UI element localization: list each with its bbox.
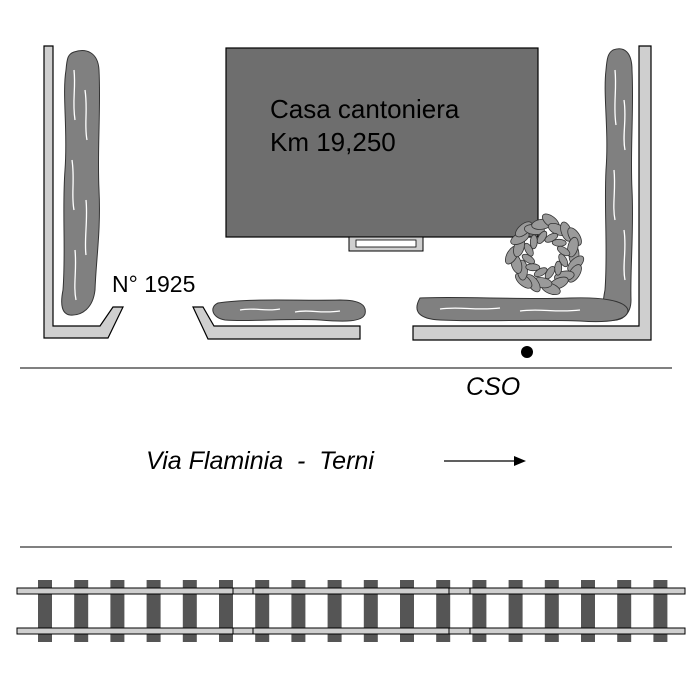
- direction-arrow-icon: [444, 456, 526, 466]
- railway-sleeper: [436, 580, 451, 642]
- tree-icon: [504, 213, 585, 296]
- railway-sleeper: [110, 580, 125, 642]
- railway-sleeper: [255, 580, 270, 642]
- railway-sleepers: [38, 580, 668, 642]
- house-title-line1: Casa cantoniera: [270, 94, 460, 124]
- house-step-inner: [355, 239, 417, 248]
- railway-sleeper: [291, 580, 306, 642]
- house-title-line2: Km 19,250: [270, 127, 396, 157]
- tree-leaf: [556, 245, 571, 257]
- tree-leaf: [554, 260, 563, 276]
- middle-hedge-texture: [239, 308, 341, 313]
- railway-sleeper: [327, 580, 342, 642]
- marker-label: CSO: [466, 373, 520, 401]
- middle-wall: [192, 306, 361, 340]
- plot-number-label: N° 1925: [112, 271, 195, 297]
- railway-sleeper: [38, 580, 52, 642]
- railway-sleeper: [400, 580, 414, 642]
- railway-sleeper: [617, 580, 632, 642]
- tree-leaf: [567, 236, 579, 258]
- right-hedge-texture: [613, 69, 626, 281]
- railway-sleeper: [182, 580, 197, 642]
- right-hedge-horizontal: [416, 296, 629, 323]
- rail-bottom: [16, 627, 686, 635]
- tree-leaf: [525, 263, 541, 272]
- right-wall: [412, 45, 652, 341]
- railway-sleeper: [363, 580, 378, 642]
- marker-point: [521, 346, 533, 358]
- railway-sleeper: [653, 580, 668, 642]
- railway-sleeper: [508, 580, 523, 642]
- left-hedge: [61, 50, 101, 316]
- railway-sleeper: [219, 580, 233, 642]
- tree-leaf: [551, 238, 567, 247]
- left-hedge-texture: [71, 69, 88, 301]
- tree-leaf: [529, 234, 538, 250]
- road-label: Via Flaminia - Terni: [146, 447, 375, 475]
- railway-sleeper: [472, 580, 487, 642]
- railway-sleeper: [74, 580, 89, 642]
- railway-sleeper: [146, 580, 161, 642]
- middle-hedge: [212, 299, 366, 322]
- rail-joints: [232, 588, 471, 634]
- railway-sleeper: [544, 580, 559, 642]
- right-hedge-vertical: [602, 48, 634, 321]
- railway-sleeper: [581, 580, 595, 642]
- rail-top: [16, 587, 686, 595]
- right-hedge-h-texture: [439, 307, 581, 312]
- left-wall: [43, 45, 124, 339]
